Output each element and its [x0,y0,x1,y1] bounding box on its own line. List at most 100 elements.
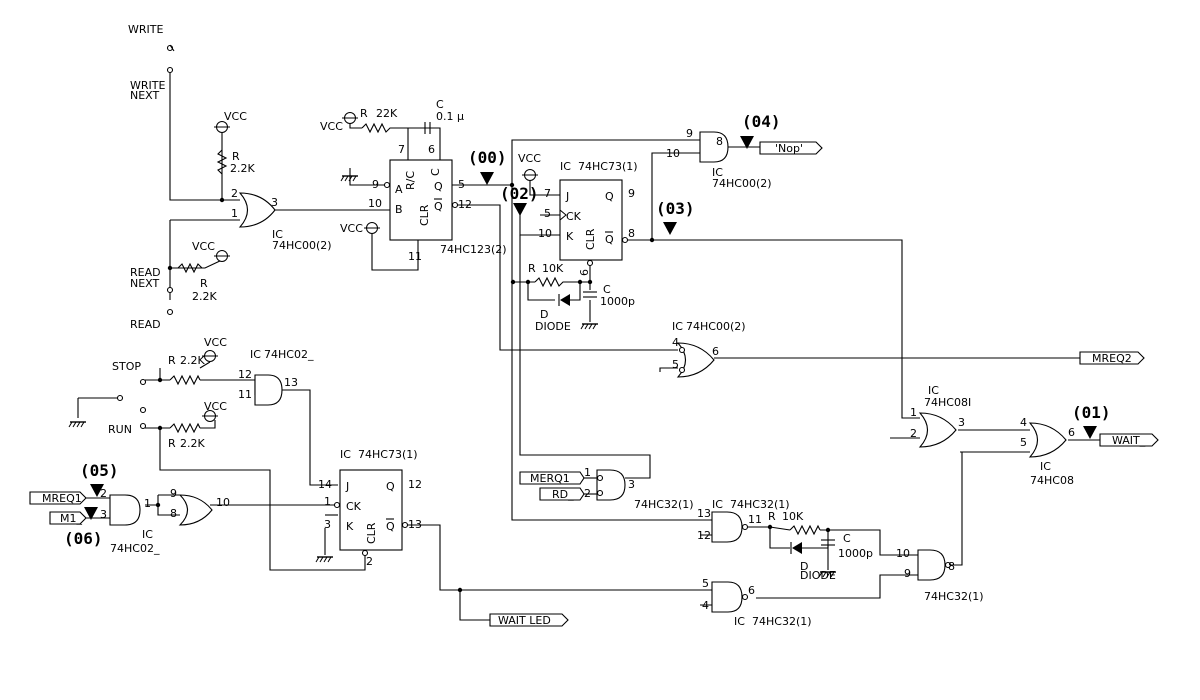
run-switch-label: RUN [108,423,132,436]
gate-pin-2c: 2 [910,427,917,440]
probe-markers: (00) (02) (03) (04) (01) (05) (06) [64,112,1111,548]
vcc-label-5: VCC [518,152,541,165]
ic-type-nand1: 74HC00(2) [712,177,772,190]
ic-pin-5b: 5 [544,207,551,220]
pin-j-73b: J [345,480,349,493]
gate-pin-3e: 3 [628,478,635,491]
ground-stop [68,421,87,428]
stop-switch-label: STOP [112,360,141,373]
read-next-label-2: NEXT [130,277,160,290]
signal-labels: 'Nop' MREQ2 WAIT_ MERQ1 RD_ MREQ1 M1_ WA… [29,141,1159,627]
ic-label-nand5: IC [734,615,745,628]
gate-pin-1e: 1 [584,466,591,479]
ic-type-nand2: 74HC32(1) [634,498,694,511]
ic-pin-6: 6 [428,143,435,156]
gate-pin-5d: 5 [1020,436,1027,449]
ic-pin-9b: 9 [628,187,635,200]
ic-pin-6b: 6 [578,269,591,276]
gate-pin-3c: 3 [958,416,965,429]
gate-pin-13i: 13 [284,376,298,389]
ic-pin-13c: 13 [408,518,422,531]
vcc-label-4: VCC [340,222,363,235]
switches: WRITE WRITE NEXT READ NEXT READ STOP RUN [68,23,175,436]
gate-pin-1j: 1 [144,497,151,510]
pin-q-123: Q [434,180,443,193]
gate-pin-10g: 10 [896,547,910,560]
resistor-value-r1: 2.2K [230,162,255,175]
signal-rd: RD_ [552,488,574,501]
ic-pin-10b: 10 [538,227,552,240]
gate-pin-1c: 1 [910,406,917,419]
ic-pin-10: 10 [368,197,382,210]
signal-mreq1: MREQ1 [42,492,82,505]
ic-label-73a: IC [560,160,571,173]
ic-pin-5: 5 [458,178,465,191]
gate-pin-11i: 11 [238,388,252,401]
ic-type-or2: 74HC08 [1030,474,1074,487]
ic-pin-11: 11 [408,250,422,263]
probe-04: (04) [742,112,781,131]
probe-06: (06) [64,529,103,548]
probe-01: (01) [1072,403,1111,422]
ic-type-or1: 74HC08I [924,396,971,409]
signal-mreq2: MREQ2 [1092,352,1132,365]
ic-type-nand3: 74HC32(1) [730,498,790,511]
pin-c-123: C [429,168,442,176]
ic-pin-12: 12 [458,198,472,211]
diode-label-d2: D [800,560,808,573]
ic-type-nor2: 74HC00(2) [686,320,746,333]
gate-pin-5h: 5 [702,577,709,590]
pin-q-73b: Q [386,480,395,493]
ic-label-nor2: IC [672,320,683,333]
resistor-label-r1: R [232,150,240,163]
pin-qbar-73a: Q [605,233,614,246]
ic-type-nand7: 74HC02_ [110,542,160,555]
signal-merq1: MERQ1 [530,472,570,485]
pin-q-73a: Q [605,190,614,203]
signal-wait: WAIT_ [1112,434,1146,447]
probe-02: (02) [500,184,539,203]
gate-pin-10a: 10 [666,147,680,160]
gate-pin-13f: 13 [697,507,711,520]
write-next-label: WRITE [130,79,165,92]
logic-gates: 2 1 3 IC 74HC00(2) 9 10 8 IC 74HC00(2) 4… [100,127,1075,628]
gate-pin-3: 3 [271,196,278,209]
write-next-label-2: NEXT [130,89,160,102]
signal-m1: M1_ [60,512,82,525]
pin-qbar-73b: Q [386,520,395,533]
resistor-label-r6: R [168,437,176,450]
gate-pin-10k: 10 [216,496,230,509]
ic-label-nand7: IC [142,528,153,541]
gate-pin-6h: 6 [748,584,755,597]
pin-rc: R/C [404,171,417,190]
ic-pin-14c: 14 [318,478,332,491]
vcc-label-3: VCC [320,120,343,133]
vcc-label-6: VCC [204,336,227,349]
gate-pin-3j: 3 [100,508,107,521]
ic-label-73b: IC [340,448,351,461]
gate-pin-2: 2 [231,187,238,200]
pin-ck-73b: CK [346,500,362,513]
cap-value-c2: 1000p [600,295,635,308]
ic-pin-2c: 2 [366,555,373,568]
gate-pin-5b: 5 [672,358,679,371]
resistor-value-r4: 10K [542,262,564,275]
signal-nop: 'Nop' [775,142,803,155]
probe-05: (05) [80,461,119,480]
pin-k-73a: K [566,230,574,243]
resistor-value-r6: 2.2K [180,437,205,450]
gate-pin-9k: 9 [170,487,177,500]
ic-label-or2: IC [1040,460,1051,473]
resistor-value-r5: 2.2K [180,354,205,367]
read-switch-label: READ [130,318,161,331]
ic-type-123: 74HC123(2) [440,243,507,256]
gate-pin-6d: 6 [1068,426,1075,439]
cap-label-c1: C [436,98,444,111]
passives: R 2.2K VCC VCC R 2.2K VCC R 22K C 0.1 μ … [168,98,873,582]
pin-qbar-123: Q [434,200,443,213]
ic-type-73b: 74HC73(1) [358,448,418,461]
ic-pin-7: 7 [398,143,405,156]
resistor-label-r3: R [360,107,368,120]
resistor-label-r5: R [168,354,176,367]
